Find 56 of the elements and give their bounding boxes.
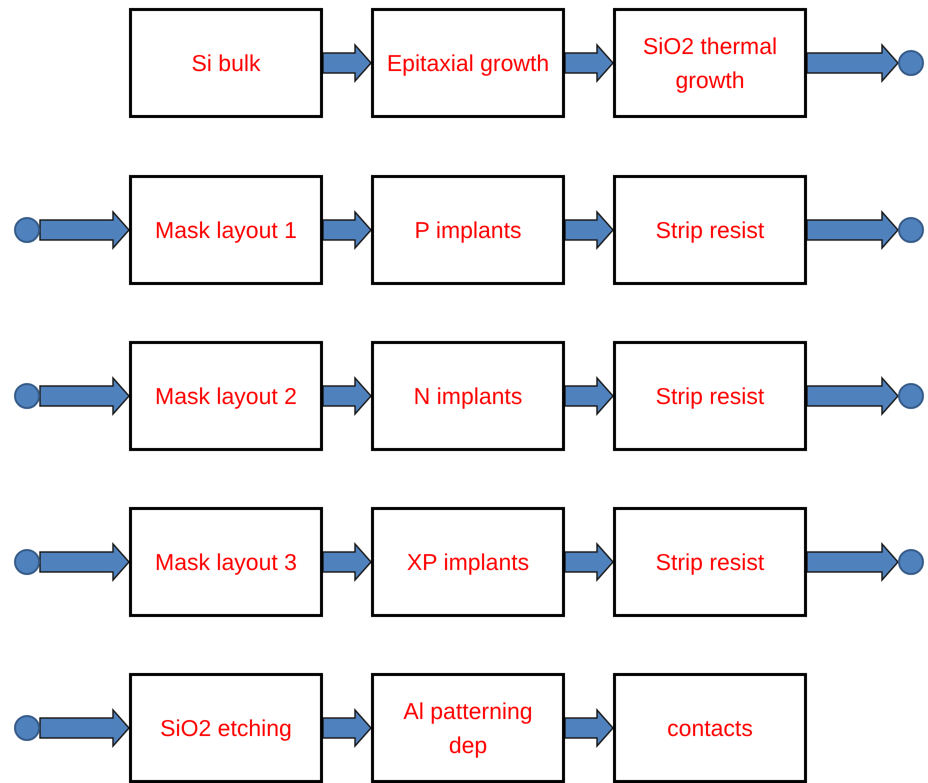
process-box	[129, 341, 323, 451]
step-label: contacts	[667, 714, 753, 743]
block-arrow	[806, 210, 899, 250]
process-box	[613, 175, 807, 285]
process-box	[613, 673, 807, 783]
block-arrow	[806, 376, 899, 416]
process-box	[371, 8, 565, 118]
process-box	[371, 673, 565, 783]
process-box	[129, 8, 323, 118]
circle-connector-dot	[14, 715, 40, 741]
block-arrow	[322, 708, 372, 748]
process-box	[371, 341, 565, 451]
block-arrow	[39, 376, 130, 416]
step-label: Mask layout 1	[155, 216, 297, 245]
block-arrow	[564, 542, 614, 582]
process-box	[129, 175, 323, 285]
step-label: P implants	[414, 216, 522, 245]
process-box	[371, 507, 565, 617]
block-arrow	[806, 43, 899, 83]
circle-connector-dot	[14, 383, 40, 409]
process-box	[613, 8, 807, 118]
circle-connector-dot	[898, 549, 924, 575]
step-label: Si bulk	[191, 48, 261, 78]
block-arrow	[564, 708, 614, 748]
block-arrow	[39, 708, 130, 748]
block-arrow	[564, 43, 614, 83]
circle-connector-dot	[14, 549, 40, 575]
step-label: Strip resist	[656, 548, 764, 577]
step-label: N implants	[414, 382, 522, 411]
block-arrow	[564, 376, 614, 416]
block-arrow	[322, 376, 372, 416]
process-box	[129, 673, 323, 783]
block-arrow	[322, 43, 372, 83]
block-arrow	[564, 210, 614, 250]
step-label: Mask layout 2	[155, 382, 297, 411]
step-label: Epitaxial growth	[386, 48, 550, 78]
step-label: SiO2 etching	[160, 714, 292, 743]
step-label: Al patterning dep	[402, 696, 534, 760]
circle-connector-dot	[898, 50, 924, 76]
block-arrow	[322, 210, 372, 250]
process-box	[613, 341, 807, 451]
block-arrow	[322, 542, 372, 582]
block-arrow	[39, 210, 130, 250]
process-box	[129, 507, 323, 617]
step-label: Mask layout 3	[155, 548, 297, 577]
process-box	[371, 175, 565, 285]
circle-connector-dot	[898, 383, 924, 409]
step-label: Strip resist	[656, 382, 764, 411]
circle-connector-dot	[14, 217, 40, 243]
block-arrow	[806, 542, 899, 582]
process-box	[613, 507, 807, 617]
block-arrow	[39, 542, 130, 582]
step-label: SiO2 thermal growth	[642, 32, 778, 95]
step-label: Strip resist	[656, 216, 764, 245]
circle-connector-dot	[898, 217, 924, 243]
step-label: XP implants	[406, 548, 530, 577]
